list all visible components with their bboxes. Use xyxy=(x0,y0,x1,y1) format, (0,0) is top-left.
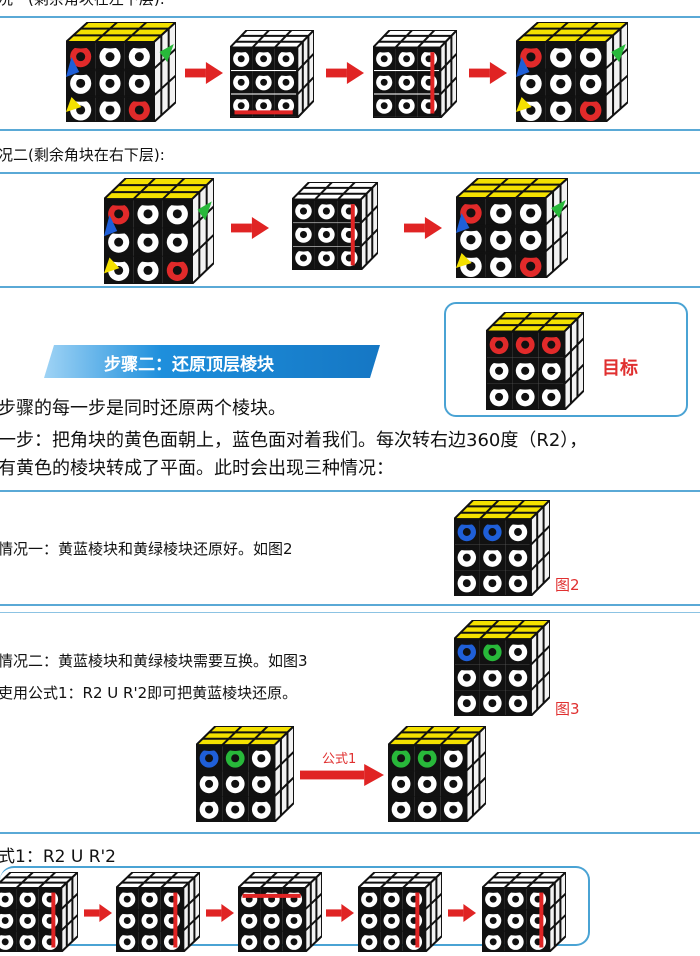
step2-banner-title: 步骤二：还原顶层棱块 xyxy=(104,355,274,375)
intro-line-1: 步骤的每一步是同时还原两个棱块。 xyxy=(0,398,286,419)
gear-cube-icon xyxy=(235,869,325,955)
divider xyxy=(0,612,700,613)
situation-2: 情况二：黄蓝棱块和黄绿棱块需要互换。如图3 xyxy=(0,652,308,670)
formula-title: 式1：R2 U R'2 xyxy=(0,847,116,867)
step2-banner xyxy=(44,345,380,378)
right-arrow-icon xyxy=(326,904,354,922)
gear-cube-icon xyxy=(113,869,203,955)
gear-cube-icon xyxy=(0,869,81,955)
arrow-formula-label: 公式1 xyxy=(322,752,357,767)
gear-cube-icon xyxy=(227,27,317,121)
right-arrow-icon xyxy=(469,62,507,84)
divider xyxy=(0,16,700,18)
gear-cube-icon xyxy=(355,869,445,955)
gear-cube-icon xyxy=(289,179,381,273)
target-label: 目标 xyxy=(602,358,638,379)
right-arrow-icon xyxy=(231,217,269,239)
situation-1: 情况一：黄蓝棱块和黄绿棱块还原好。如图2 xyxy=(0,540,293,558)
right-arrow-icon xyxy=(326,62,364,84)
case1-caption: 况一(剩余角块在左下层): xyxy=(0,0,165,9)
gear-cube-icon xyxy=(451,617,553,719)
right-arrow-icon xyxy=(84,904,112,922)
intro-line-2: 一步：把角块的黄色面朝上，蓝色面对着我们。每次转右边360度（R2）， xyxy=(0,430,588,451)
gear-cube-icon xyxy=(483,309,587,413)
gear-cube-icon xyxy=(453,175,571,282)
gear-cube-icon xyxy=(63,19,179,125)
target-box xyxy=(444,302,688,417)
divider xyxy=(0,286,700,288)
divider xyxy=(0,832,700,834)
divider xyxy=(0,129,700,131)
divider xyxy=(0,604,700,606)
right-arrow-icon xyxy=(448,904,476,922)
gear-cube-icon xyxy=(370,27,460,121)
formula-hint: 吏用公式1：R2 U R'2即可把黄蓝棱块还原。 xyxy=(0,684,298,702)
case2-caption: 况二(剩余角块在右下层): xyxy=(0,146,165,164)
gear-cube-icon xyxy=(385,723,489,825)
fig2-label: 图2 xyxy=(555,576,580,594)
gear-cube-icon xyxy=(193,723,297,825)
right-arrow-icon xyxy=(404,217,442,239)
right-arrow-icon xyxy=(185,62,223,84)
gear-cube-icon xyxy=(101,175,217,287)
gear-cube-icon xyxy=(513,19,631,126)
divider xyxy=(0,490,700,492)
fig3-label: 图3 xyxy=(555,700,580,718)
gear-cube-icon xyxy=(451,497,553,599)
gear-cube-icon xyxy=(479,869,569,955)
intro-line-3: 有黄色的棱块转成了平面。此时会出现三种情况： xyxy=(0,458,394,479)
divider xyxy=(0,172,700,174)
right-arrow-icon xyxy=(300,764,384,786)
right-arrow-icon xyxy=(206,904,234,922)
